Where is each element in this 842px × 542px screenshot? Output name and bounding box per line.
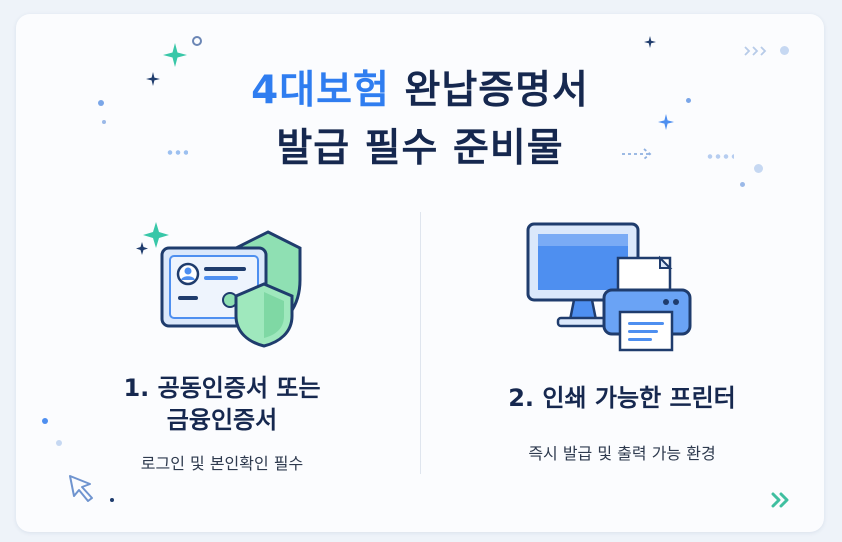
sparkle-icon (658, 114, 674, 130)
title-line-1: 4대보험 완납증명서 (16, 62, 824, 120)
chevron-right-icon (744, 46, 767, 56)
item-1-heading-line-1: 1. 공동인증서 또는 (123, 374, 321, 402)
decorative-dot (166, 150, 188, 155)
arrow-right-icon (622, 148, 652, 160)
title-line-2: 발급 필수 준비물 (276, 126, 564, 171)
decorative-dot (102, 120, 106, 124)
decorative-dot (754, 164, 763, 173)
sparkle-icon (644, 36, 656, 48)
item-1-heading: 1. 공동인증서 또는 금융인증서 (56, 372, 388, 436)
sparkle-icon (163, 43, 187, 67)
decorative-dot (56, 440, 62, 446)
decorative-dot (98, 100, 104, 106)
decorative-dot (706, 154, 734, 159)
cursor-arrow-icon (69, 475, 93, 502)
title-accent: 4대보험 (251, 68, 390, 113)
double-chevron-right-icon (771, 492, 789, 508)
page-title: 4대보험 완납증명서 발급 필수 준비물 (16, 62, 824, 178)
decorative-dot (780, 46, 789, 55)
item-1-description: 로그인 및 본인확인 필수 (140, 454, 304, 473)
decorative-dot (686, 98, 691, 103)
title-line-1-rest: 완납증명서 (404, 68, 589, 113)
item-1-heading-line-2: 금융인증서 (166, 406, 278, 434)
computer-printer-icon (526, 222, 692, 352)
decorative-dot (192, 36, 202, 46)
decorative-dot (42, 418, 48, 424)
sparkle-icon (146, 72, 160, 86)
certificate-shield-icon (136, 222, 302, 348)
item-2-heading: 2. 인쇄 가능한 프린터 (508, 384, 736, 412)
item-2-description: 즉시 발급 및 출력 가능 환경 (528, 444, 716, 463)
divider (420, 212, 421, 474)
decorative-dot (110, 498, 114, 502)
infographic-card: 4대보험 완납증명서 발급 필수 준비물 1. 공동인증서 또는 금융인증서 로… (16, 14, 824, 532)
decorative-dot (740, 182, 745, 187)
